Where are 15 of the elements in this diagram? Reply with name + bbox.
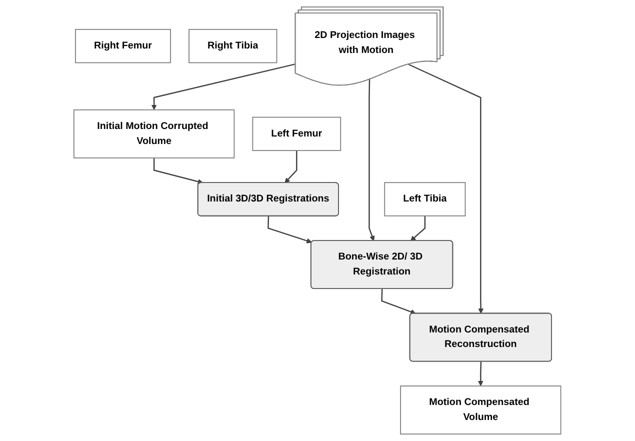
- arrow: [478, 362, 484, 386]
- node-box: Motion Compensated Volume: [400, 386, 562, 435]
- node-box: Left Femur: [252, 116, 342, 151]
- node-box: Right Femur: [75, 28, 172, 64]
- node-box: Left Tibia: [384, 182, 466, 216]
- arrow: [284, 150, 298, 184]
- node-box: Initial Motion Corrupted Volume: [74, 109, 235, 158]
- arrow: [368, 79, 375, 242]
- arrow: [268, 216, 312, 244]
- arrow: [408, 64, 484, 314]
- arrow: [381, 288, 416, 314]
- node-box: Right Tibia: [188, 28, 278, 64]
- arrow: [410, 216, 426, 242]
- arrow: [154, 158, 204, 184]
- arrow: [152, 63, 296, 110]
